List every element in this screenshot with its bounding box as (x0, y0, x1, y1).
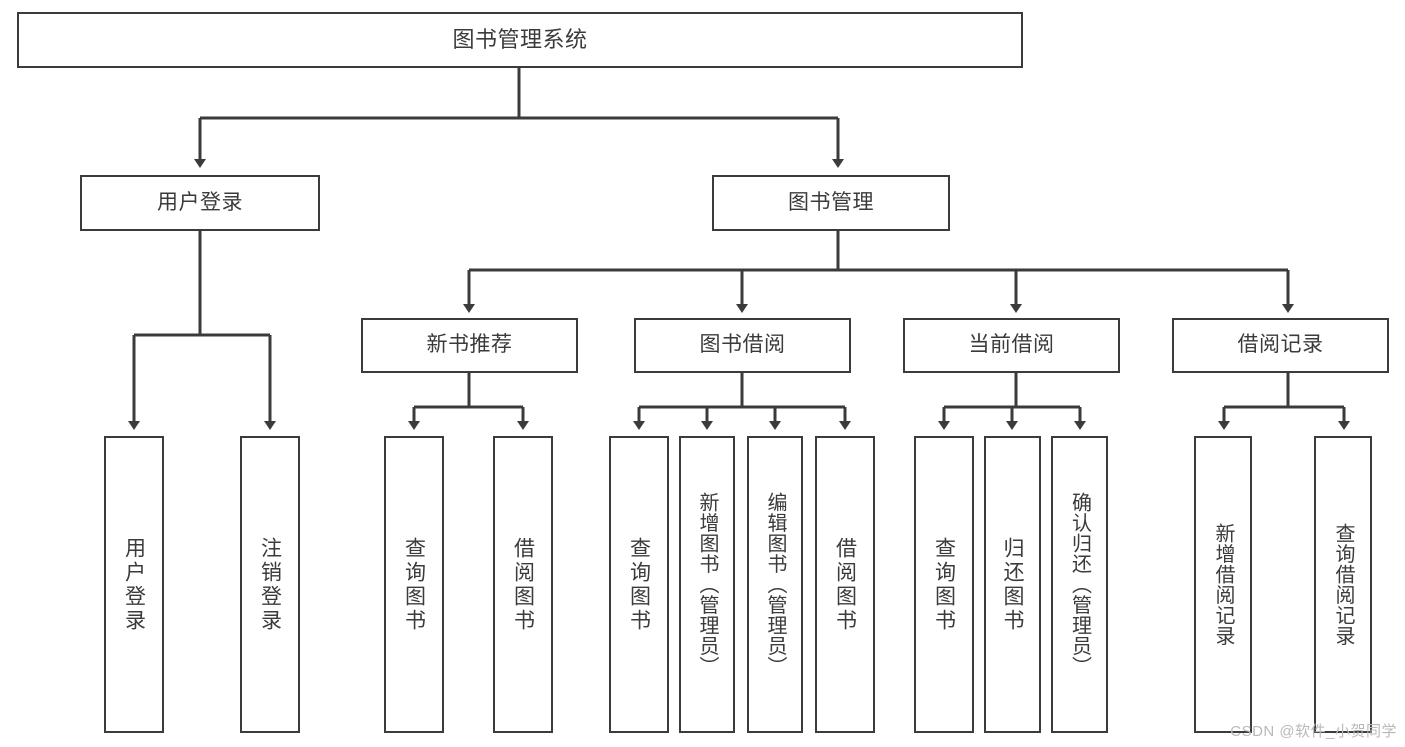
node-label: 确认归还（管理员） (1068, 492, 1091, 677)
node-label: 新书推荐 (426, 333, 513, 357)
leaf-user-login-login[interactable]: 用户登录 (104, 436, 164, 733)
leaf-user-login-logout[interactable]: 注销登录 (240, 436, 300, 733)
leaf-new-book-borrow-books[interactable]: 借阅图书 (493, 436, 553, 733)
node-label: 借阅图书 (833, 536, 857, 633)
node-label: 查询图书 (627, 536, 651, 633)
node-label: 用户登录 (122, 536, 146, 633)
node-label: 用户登录 (157, 190, 243, 214)
node-label: 编辑图书（管理员） (764, 492, 786, 677)
leaf-book-borrow-edit-book-admin[interactable]: 编辑图书（管理员） (747, 436, 803, 733)
node-label: 图书管理系统 (452, 27, 588, 53)
node-label: 当前借阅 (968, 333, 1055, 357)
node-label: 查询图书 (932, 536, 956, 633)
node-label: 归还图书 (1001, 536, 1024, 633)
node-label: 新增图书（管理员） (696, 492, 718, 677)
leaf-borrow-record-query-record[interactable]: 查询借阅记录 (1314, 436, 1372, 733)
node-book-borrow[interactable]: 图书借阅 (634, 318, 851, 373)
leaf-borrow-record-add-record[interactable]: 新增借阅记录 (1194, 436, 1252, 733)
node-current-borrow[interactable]: 当前借阅 (903, 318, 1120, 373)
node-book-management[interactable]: 图书管理 (712, 175, 950, 231)
node-label: 新增借阅记录 (1212, 523, 1234, 646)
leaf-current-borrow-confirm-return-admin[interactable]: 确认归还（管理员） (1051, 436, 1108, 733)
leaf-current-borrow-return-books[interactable]: 归还图书 (984, 436, 1041, 733)
leaf-book-borrow-add-book-admin[interactable]: 新增图书（管理员） (679, 436, 735, 733)
node-label: 注销登录 (258, 536, 282, 633)
node-label: 图书管理 (788, 190, 874, 214)
leaf-current-borrow-query-books[interactable]: 查询图书 (914, 436, 974, 733)
leaf-new-book-query-books[interactable]: 查询图书 (384, 436, 444, 733)
leaf-book-borrow-query-books[interactable]: 查询图书 (609, 436, 669, 733)
node-new-book-recommend[interactable]: 新书推荐 (361, 318, 578, 373)
node-label: 图书借阅 (699, 333, 786, 357)
node-label: 借阅图书 (511, 536, 535, 633)
node-borrow-record[interactable]: 借阅记录 (1172, 318, 1389, 373)
node-label: 借阅记录 (1237, 333, 1324, 357)
leaf-book-borrow-borrow-books[interactable]: 借阅图书 (815, 436, 875, 733)
node-label: 查询图书 (402, 536, 426, 633)
node-root-book-management-system[interactable]: 图书管理系统 (17, 12, 1023, 68)
node-user-login[interactable]: 用户登录 (80, 175, 320, 231)
node-label: 查询借阅记录 (1332, 523, 1354, 646)
